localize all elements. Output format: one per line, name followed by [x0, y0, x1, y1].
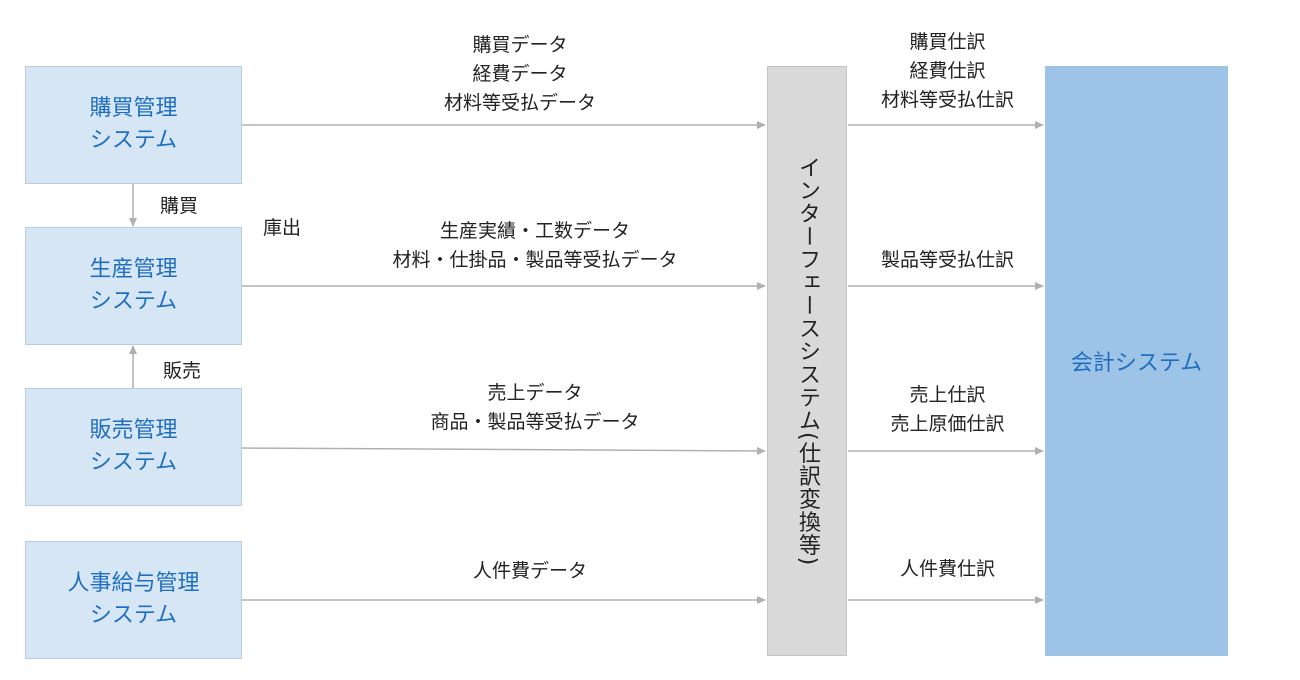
journal-text: 売上原価仕訳: [890, 413, 1005, 435]
journal-text: 経費仕訳: [909, 60, 986, 82]
sales-system-label: 販売管理: [89, 418, 178, 443]
flow-text: 経費データ: [472, 63, 568, 85]
flow-text: 材料・仕掛品・製品等受払データ: [392, 249, 678, 271]
journal-text: 購買仕訳: [909, 31, 986, 53]
purchasing-system-sublabel: システム: [89, 128, 178, 153]
hr-journal-label: 人件費仕訳: [850, 555, 1045, 584]
flow-text: 購買データ: [472, 34, 568, 56]
journal-text: 人件費仕訳: [899, 558, 995, 580]
hr-payroll-system-label: 人事給与管理: [67, 571, 200, 596]
hr-data-label: 人件費データ: [420, 557, 640, 586]
purchasing-data-label: 購買データ 経費データ 材料等受払データ: [380, 31, 660, 118]
journal-text: 材料等受払仕訳: [880, 89, 1014, 111]
sales-journal-label: 売上仕訳 売上原価仕訳: [850, 381, 1045, 439]
interface-system-box: インターフェースシステム(仕訳変換等): [767, 66, 847, 656]
sales-side-label: 販売: [163, 360, 202, 382]
production-system-sublabel: システム: [89, 289, 178, 314]
accounting-system-label: 会計システム: [1070, 351, 1203, 376]
accounting-system-box: 会計システム: [1045, 66, 1228, 656]
arrow-sales-to-interface: [241, 446, 766, 455]
shipping-side-label: 庫出: [263, 217, 302, 239]
production-data-label: 生産実績・工数データ 材料・仕掛品・製品等受払データ: [330, 217, 740, 275]
sales-system-sublabel: システム: [89, 450, 178, 475]
sales-system-box: 販売管理 システム: [25, 388, 242, 506]
purchasing-system-box: 購買管理 システム: [25, 66, 242, 184]
flow-text: 売上データ: [487, 382, 583, 404]
hr-payroll-system-sublabel: システム: [89, 603, 178, 628]
journal-text: 売上仕訳: [909, 384, 986, 406]
flow-text: 人件費データ: [472, 560, 587, 582]
hr-payroll-system-box: 人事給与管理 システム: [25, 541, 242, 659]
purchase-side-label: 購買: [160, 195, 199, 217]
production-system-label: 生産管理: [89, 257, 178, 282]
production-journal-label: 製品等受払仕訳: [850, 246, 1045, 275]
flow-text: 材料等受払データ: [443, 92, 596, 114]
purchasing-journal-label: 購買仕訳 経費仕訳 材料等受払仕訳: [850, 28, 1045, 115]
production-system-box: 生産管理 システム: [25, 227, 242, 345]
interface-system-label: インターフェースシステム(仕訳変換等): [795, 155, 820, 567]
flow-text: 生産実績・工数データ: [439, 220, 630, 242]
journal-text: 製品等受払仕訳: [880, 249, 1014, 271]
sales-data-label: 売上データ 商品・製品等受払データ: [380, 379, 690, 437]
flow-text: 商品・製品等受払データ: [430, 411, 640, 433]
purchasing-system-label: 購買管理: [89, 96, 178, 121]
